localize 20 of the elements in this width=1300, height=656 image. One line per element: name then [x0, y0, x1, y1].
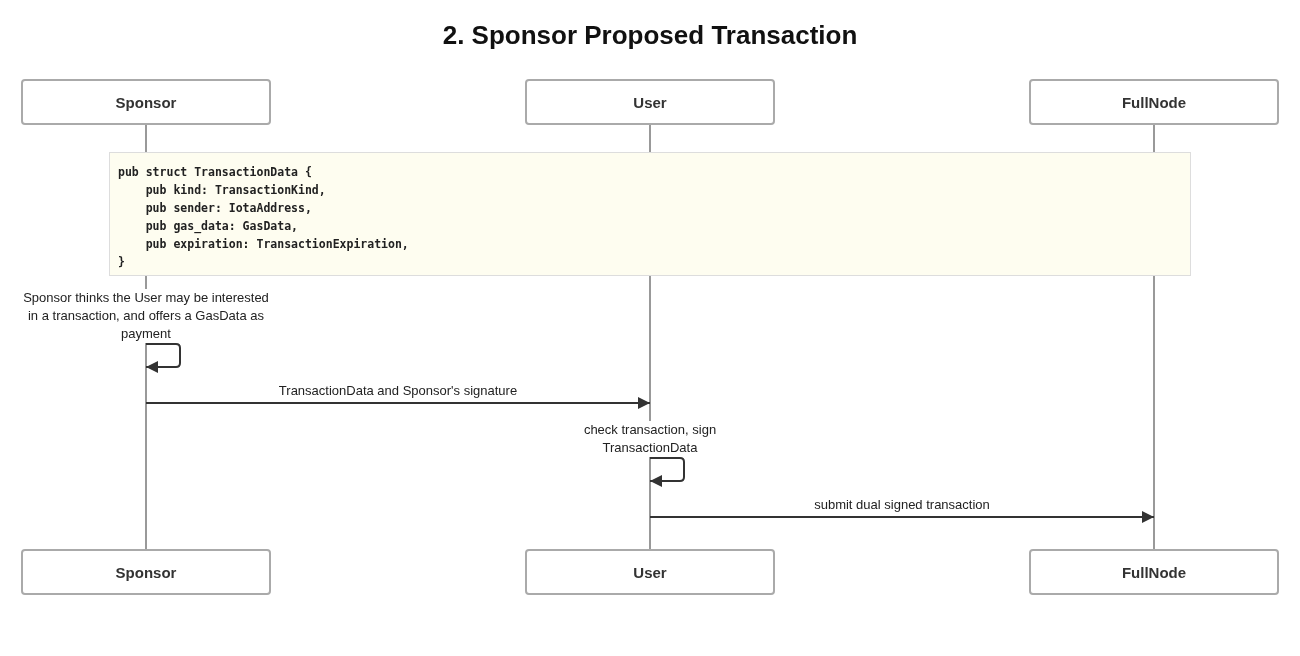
- message-arrow: [145, 397, 651, 409]
- code-line: pub expiration: TransactionExpiration,: [144, 236, 409, 253]
- participant-box: FullNode: [1029, 79, 1279, 125]
- participant-box: Sponsor: [21, 79, 271, 125]
- code-line: }: [118, 254, 125, 271]
- diagram-title: 2. Sponsor Proposed Transaction: [441, 20, 859, 51]
- message-arrow: [649, 511, 1155, 523]
- self-message-arrow: [649, 457, 685, 487]
- participant-box: FullNode: [1029, 549, 1279, 595]
- code-line: pub struct TransactionData {: [118, 164, 312, 181]
- code-note: [109, 152, 1191, 276]
- code-line: pub sender: IotaAddress,: [144, 200, 312, 217]
- participant-box: User: [525, 79, 775, 125]
- lifeline: [1153, 125, 1155, 549]
- lifeline: [649, 125, 651, 549]
- participant-box: User: [525, 549, 775, 595]
- code-line: pub gas_data: GasData,: [144, 218, 298, 235]
- code-line: pub kind: TransactionKind,: [144, 182, 326, 199]
- participant-box: Sponsor: [21, 549, 271, 595]
- self-message-arrow: [145, 343, 181, 373]
